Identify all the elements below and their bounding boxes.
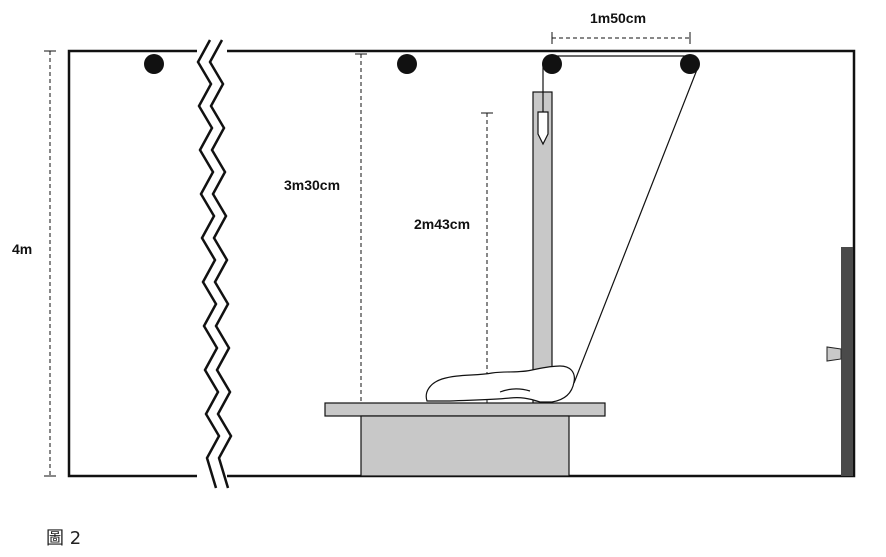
figure-caption: 圖 2: [46, 528, 81, 549]
door: [841, 247, 853, 476]
pulley-spacing-label: 1m50cm: [590, 10, 646, 26]
table-base: [360, 415, 570, 477]
wall-break-line-right: [208, 39, 233, 489]
body-arm: [499, 388, 531, 393]
rope-down: [573, 66, 699, 384]
door-handle: [826, 346, 842, 362]
body-outline: [425, 365, 575, 403]
ceiling-pulley-2: [397, 54, 417, 74]
ceiling-pulley-3: [542, 54, 562, 74]
ceiling-pulley-1: [144, 54, 164, 74]
ceiling-pulley-4: [680, 54, 700, 74]
wall-break-line-left: [196, 39, 221, 489]
ceiling-to-table-label: 3m30cm: [284, 177, 340, 193]
room-height-label: 4m: [12, 241, 32, 257]
table-top: [324, 402, 606, 417]
hook-to-table-label: 2m43cm: [414, 216, 470, 232]
hanging-weight: [537, 111, 549, 146]
